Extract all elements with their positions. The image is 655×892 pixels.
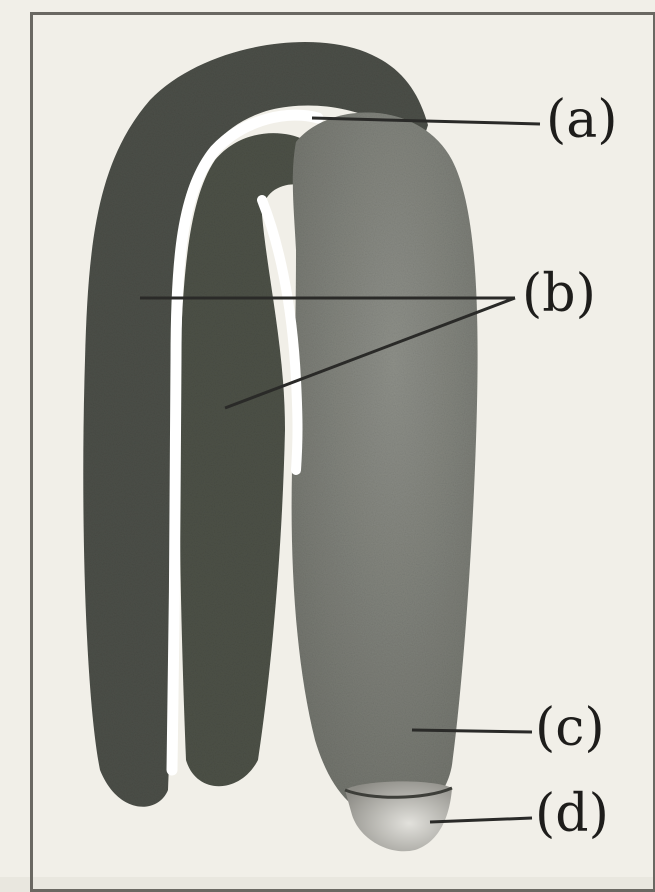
cotyledon-gap xyxy=(166,109,324,776)
leader-line-a xyxy=(311,116,541,126)
label-c: (c) xyxy=(535,698,605,758)
label-b: (b) xyxy=(522,264,596,324)
leader-line-d xyxy=(429,816,533,824)
inner-cotyledon-shape xyxy=(179,133,305,787)
right-body-shape xyxy=(291,112,478,821)
label-a: (a) xyxy=(546,90,618,150)
leader-lines xyxy=(140,116,541,824)
label-d: (d) xyxy=(535,784,609,844)
leader-line-b-lower xyxy=(224,296,516,410)
tip-boundary-line xyxy=(344,786,453,799)
inner-gap xyxy=(257,195,303,475)
radicle-tip-shape xyxy=(345,781,452,852)
leader-line-c xyxy=(411,728,533,734)
